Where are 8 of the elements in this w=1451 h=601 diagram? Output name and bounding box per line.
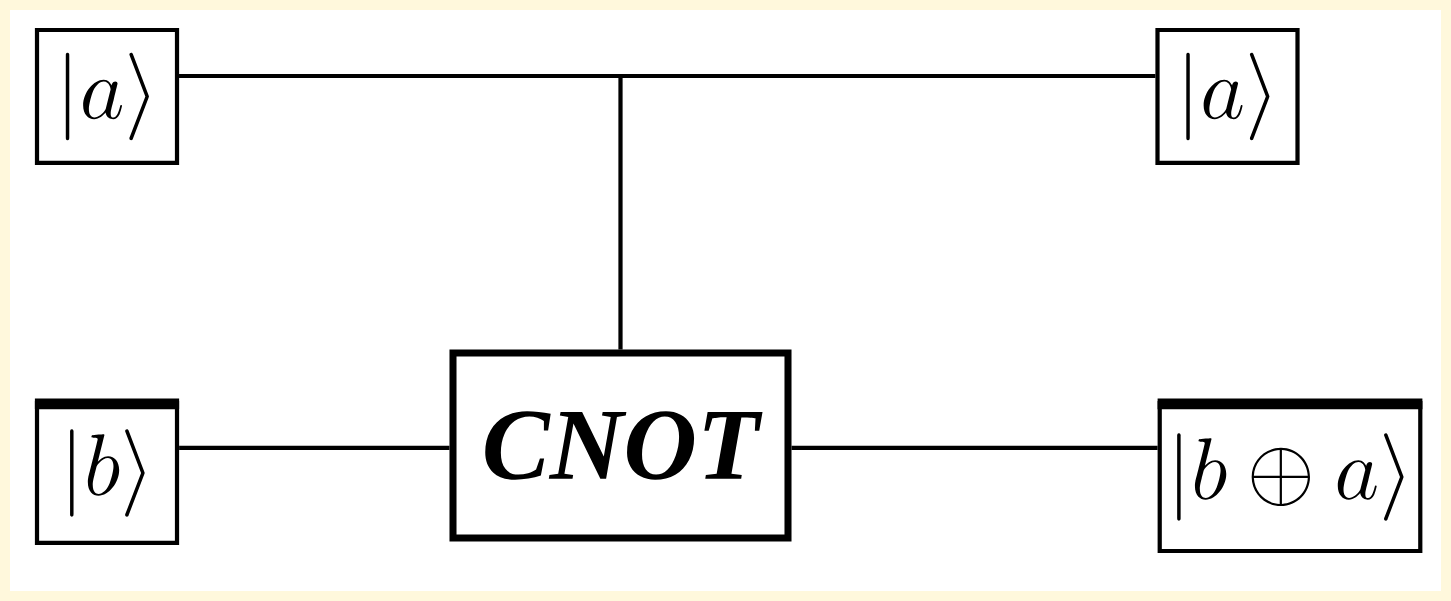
wire xyxy=(791,445,1158,451)
wire-state-box: $|b\rangle$ xyxy=(34,398,180,546)
gate-box: CNOT xyxy=(449,349,792,542)
wire xyxy=(179,73,623,350)
wire-state-box: $|a\rangle$ xyxy=(1155,27,1300,166)
wire-state-box: $|b \oplus a\rangle$ xyxy=(1157,398,1423,554)
wire-state-box: $|a\rangle$ xyxy=(34,27,180,166)
wire xyxy=(179,445,450,451)
